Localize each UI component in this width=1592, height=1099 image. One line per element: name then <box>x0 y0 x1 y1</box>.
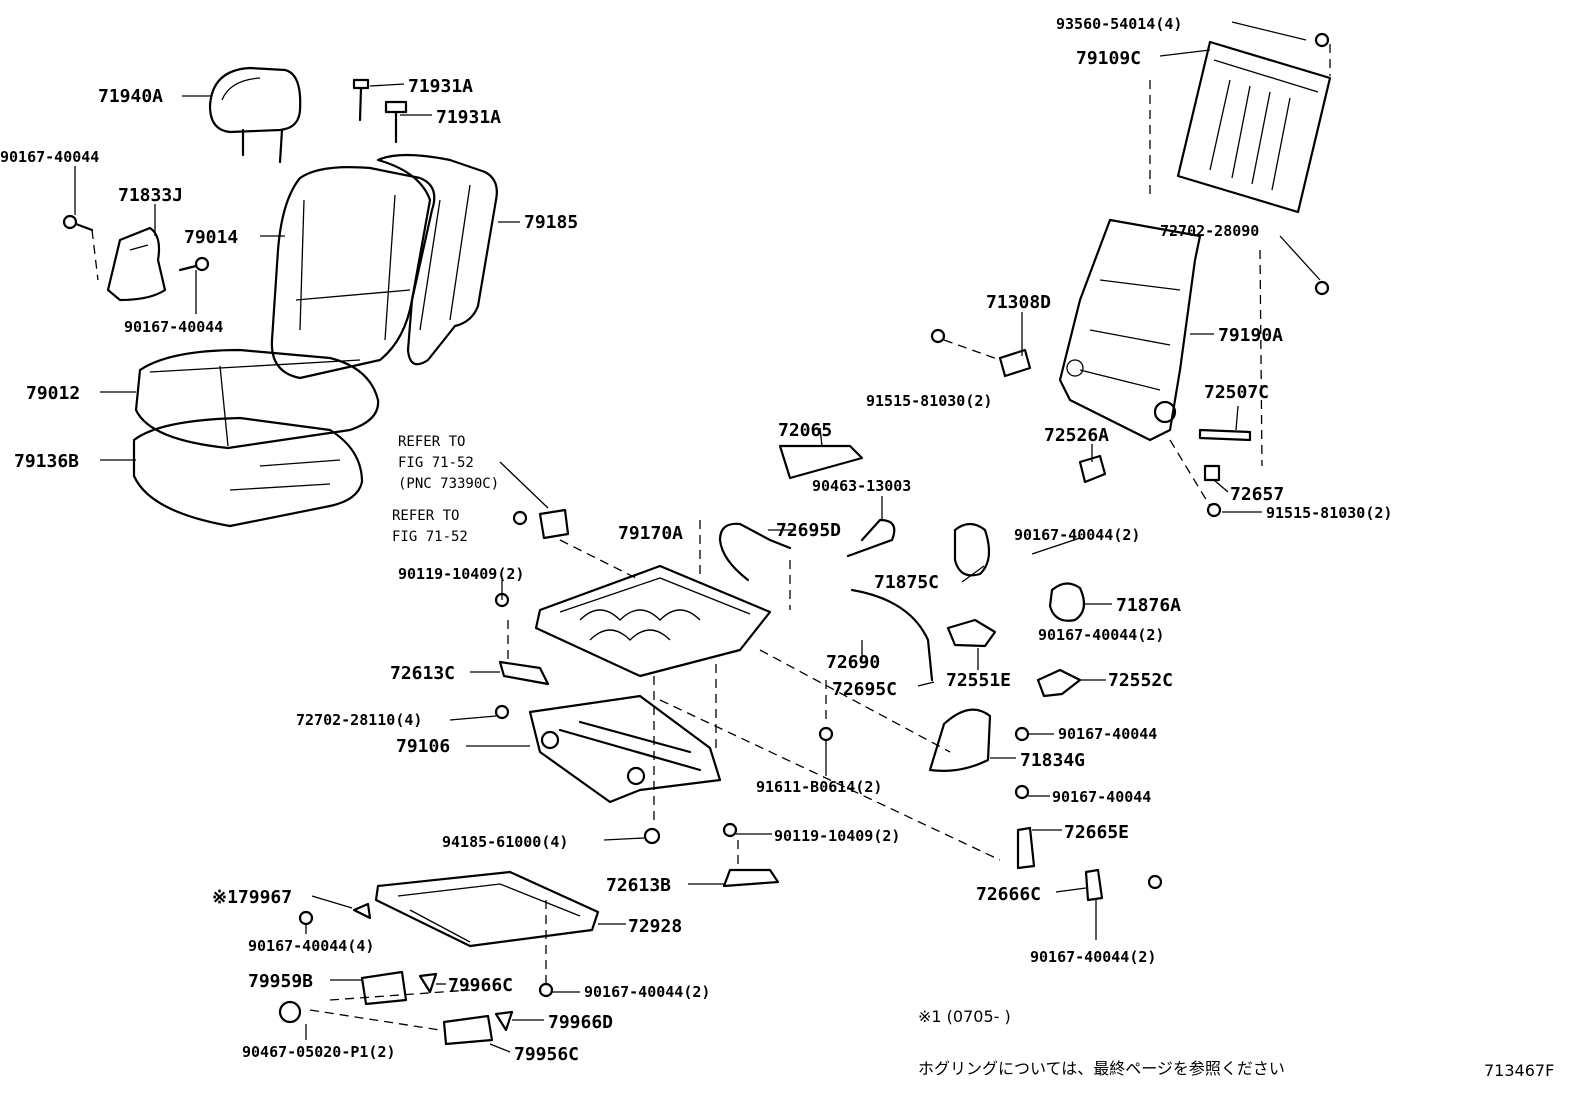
footnote: ※1 (0705- ) <box>918 1007 1011 1026</box>
label-71876A: 71876A <box>1116 595 1181 616</box>
label-79170A: 79170A <box>618 523 683 544</box>
label-90167-40044-b: 90167-40044 <box>124 318 223 336</box>
label-90463-13003: 90463-13003 <box>812 477 911 495</box>
label-72702-28090: 72702-28090 <box>1160 222 1259 240</box>
reference-notes: REFER TO FIG 71-52 (PNC 73390C) REFER TO… <box>392 434 499 545</box>
label-72551E: 72551E <box>946 670 1011 691</box>
label-79185: 79185 <box>524 212 578 233</box>
label-79014: 79014 <box>184 227 238 248</box>
screw-upper-left <box>62 214 94 232</box>
headrest <box>208 66 302 164</box>
label-72690: 72690 <box>826 652 880 673</box>
label-72552C: 72552C <box>1108 670 1173 691</box>
label-71931A-2: 71931A <box>436 107 501 128</box>
label-72666C: 72666C <box>976 884 1041 905</box>
label-94185-61000: 94185-61000(4) <box>442 833 568 851</box>
label-93560-54014: 93560-54014(4) <box>1056 15 1182 33</box>
label-72695D: 72695D <box>776 520 841 541</box>
label-90167-40044-2d: 90167-40044(2) <box>1030 948 1156 966</box>
label-79966D: 79966D <box>548 1012 613 1033</box>
label-79106: 79106 <box>396 736 450 757</box>
label-79136B: 79136B <box>14 451 79 472</box>
label-72065: 72065 <box>778 420 832 441</box>
seat-back-cover <box>270 166 436 380</box>
label-90467-05020: 90467-05020-P1(2) <box>242 1043 396 1061</box>
label-90167-40044-c: 90167-40044 <box>1058 725 1157 743</box>
label-72665E: 72665E <box>1064 822 1129 843</box>
label-79190A: 79190A <box>1218 325 1283 346</box>
footer-notes: ※1 (0705- ) ホグリングについては、最終ページを参照ください 7134… <box>918 1007 1554 1080</box>
seat-adjuster <box>528 694 722 804</box>
label-90167-40044-4: 90167-40044(4) <box>248 937 374 955</box>
seat-back-board <box>1176 40 1332 214</box>
label-71931A-1: 71931A <box>408 76 473 97</box>
label-72657: 72657 <box>1230 484 1284 505</box>
label-79966C: 79966C <box>448 975 513 996</box>
seat-back-side-cover <box>106 226 167 302</box>
label-72526A: 72526A <box>1044 425 1109 446</box>
label-90167-40044-a: 90167-40044 <box>0 148 99 166</box>
label-90167-40044-d: 90167-40044 <box>1052 788 1151 806</box>
label-91515-81030-a: 91515-81030(2) <box>866 392 992 410</box>
refer-to-1-line2: FIG 71-52 <box>398 455 474 471</box>
cables <box>718 444 934 682</box>
label-72507C: 72507C <box>1204 382 1269 403</box>
label-79956C: 79956C <box>514 1044 579 1065</box>
label-79012: 79012 <box>26 383 80 404</box>
label-90119-10409-b: 90119-10409(2) <box>774 827 900 845</box>
refer-to-2-line2: FIG 71-52 <box>392 529 468 545</box>
label-79967: ※179967 <box>212 887 292 908</box>
tray-parts <box>278 902 554 1046</box>
label-72695C: 72695C <box>832 679 897 700</box>
frame-screw <box>1314 280 1330 296</box>
label-79109C: 79109C <box>1076 48 1141 69</box>
refer-to-1-line1: REFER TO <box>398 434 465 450</box>
label-91611-B0614: 91611-B0614(2) <box>756 778 882 796</box>
label-71834G: 71834G <box>1020 750 1085 771</box>
label-90119-10409-a: 90119-10409(2) <box>398 565 524 583</box>
label-91515-81030-b: 91515-81030(2) <box>1266 504 1392 522</box>
label-71833J: 71833J <box>118 185 183 206</box>
label-71940A: 71940A <box>98 86 163 107</box>
assembly-lines <box>91 44 1331 1031</box>
japanese-note: ホグリングについては、最終ページを参照ください <box>918 1059 1285 1078</box>
screw-side-cover <box>178 256 210 272</box>
label-90167-40044-2a: 90167-40044(2) <box>1014 526 1140 544</box>
refer-to-1-line3: (PNC 73390C) <box>398 476 499 492</box>
label-90167-40044-2b: 90167-40044(2) <box>1038 626 1164 644</box>
label-71308D: 71308D <box>986 292 1051 313</box>
board-screw <box>1314 32 1330 48</box>
label-72928: 72928 <box>628 916 682 937</box>
label-72613C: 72613C <box>390 663 455 684</box>
recliner-parts <box>930 328 1252 518</box>
figure-id: 713467F <box>1484 1061 1554 1080</box>
seat-tray <box>374 870 600 948</box>
label-71875C: 71875C <box>874 572 939 593</box>
part-labels: 71940A 71931A 71931A 90167-40044 71833J … <box>0 15 1392 1065</box>
label-79959B: 79959B <box>248 971 313 992</box>
refer-to-2-line1: REFER TO <box>392 508 459 524</box>
seat-back-frame <box>1058 218 1202 442</box>
leader-lines <box>74 21 1321 1053</box>
seat-frame <box>534 564 772 678</box>
label-72702-28110: 72702-28110(4) <box>296 711 422 729</box>
seat-cushion-cover <box>134 348 380 450</box>
seat-cushion-pad <box>132 416 364 528</box>
label-90167-40044-2c: 90167-40044(2) <box>584 983 710 1001</box>
seat-back-pad <box>376 153 498 366</box>
headrest-support <box>352 78 408 144</box>
label-72613B: 72613B <box>606 875 671 896</box>
side-covers <box>928 522 1086 772</box>
